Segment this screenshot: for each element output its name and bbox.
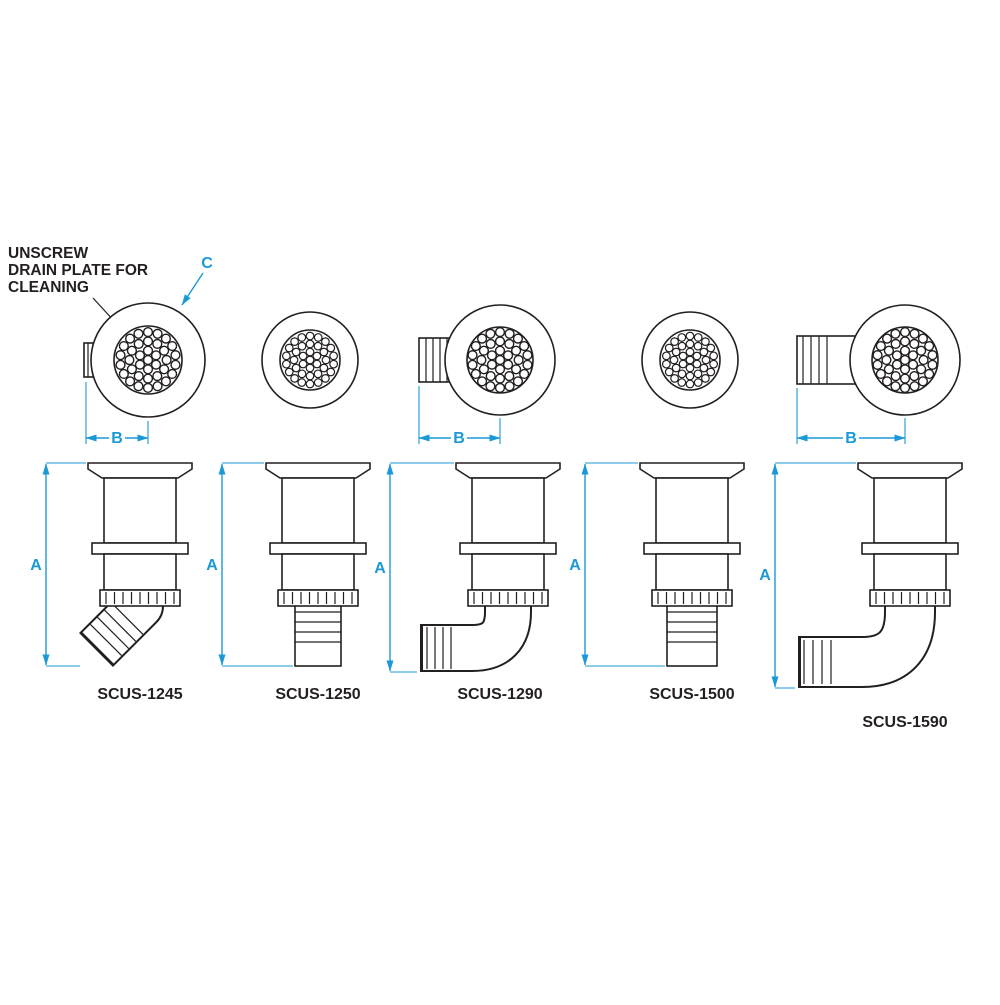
elbow-90-body [801,588,934,686]
cleaning-note: UNSCREW DRAIN PLATE FOR CLEANING [8,245,148,335]
dim-c-label: C [201,255,213,272]
dim-b-group: B B B [85,382,906,447]
dim-b-label: B [111,430,123,447]
dim-a-label: A [374,560,386,577]
dim-a-label: A [569,557,581,574]
body [265,462,371,607]
note-line-1: UNSCREW [8,245,88,262]
dim-a-label: A [30,557,42,574]
side-view-scus-1590 [798,462,963,688]
dim-c-leader-line [181,272,204,306]
dim-a-scus-1290: A [374,462,454,673]
dim-a-scus-1250: A [206,462,293,667]
dim-a-group: A A A A A [30,462,856,689]
top-views [83,302,961,418]
part-label-scus-1500: SCUS-1500 [649,686,734,703]
side-view-scus-1250 [265,462,371,667]
body [857,462,963,607]
top-view-scus-1250 [261,311,359,409]
elbow-90-body [423,590,530,670]
dim-b-scus-1590: B [796,388,906,447]
barb-rib-lines [89,602,144,657]
dim-b-scus-1245: B [85,382,149,447]
dim-a-label: A [206,557,218,574]
dim-a-scus-1590: A [759,462,856,689]
side-view-scus-1290 [420,462,561,672]
drain-plate [281,331,339,389]
top-view-scus-1245 [83,302,206,418]
dim-c-callout: C [181,255,213,306]
part-label-scus-1250: SCUS-1250 [275,686,360,703]
top-view-scus-1590 [796,304,961,416]
part-labels: SCUS-1245 SCUS-1250 SCUS-1290 SCUS-1500 … [97,686,947,731]
drain-plate [872,327,938,393]
dim-a-extension-lines [775,462,856,689]
barb-rib-lines [803,640,832,684]
dim-a-extension-lines [585,462,665,667]
top-view-scus-1290 [418,304,556,416]
dim-a-scus-1245: A [30,462,86,667]
body [455,462,561,607]
body [639,462,745,607]
side-views [79,462,963,688]
hose-barb-top [796,335,856,385]
note-line-2: DRAIN PLATE FOR [8,262,148,279]
body [87,462,193,607]
note-line-3: CLEANING [8,279,89,296]
part-label-scus-1590: SCUS-1590 [862,714,947,731]
side-view-scus-1500 [639,462,745,667]
part-label-scus-1290: SCUS-1290 [457,686,542,703]
barb-rib-lines [425,338,448,382]
drain-plate [467,327,533,393]
part-label-scus-1245: SCUS-1245 [97,686,182,703]
top-view-scus-1500 [641,311,739,409]
drain-plate [661,331,719,389]
drain-plate [115,327,181,393]
dim-a-extension-lines [390,462,454,673]
side-view-scus-1245 [79,462,193,667]
barb-rib-lines [667,611,717,643]
dim-a-scus-1500: A [569,462,665,667]
barb-rib-lines [426,627,452,669]
dim-a-label: A [759,567,771,584]
dim-a-extension-lines [46,462,86,667]
barb-rib-lines [295,611,341,643]
dim-b-scus-1290: B [418,386,501,447]
barb-rib-lines [802,336,828,384]
dim-a-extension-lines [222,462,293,667]
dim-b-label: B [845,430,857,447]
dim-b-label: B [453,430,465,447]
